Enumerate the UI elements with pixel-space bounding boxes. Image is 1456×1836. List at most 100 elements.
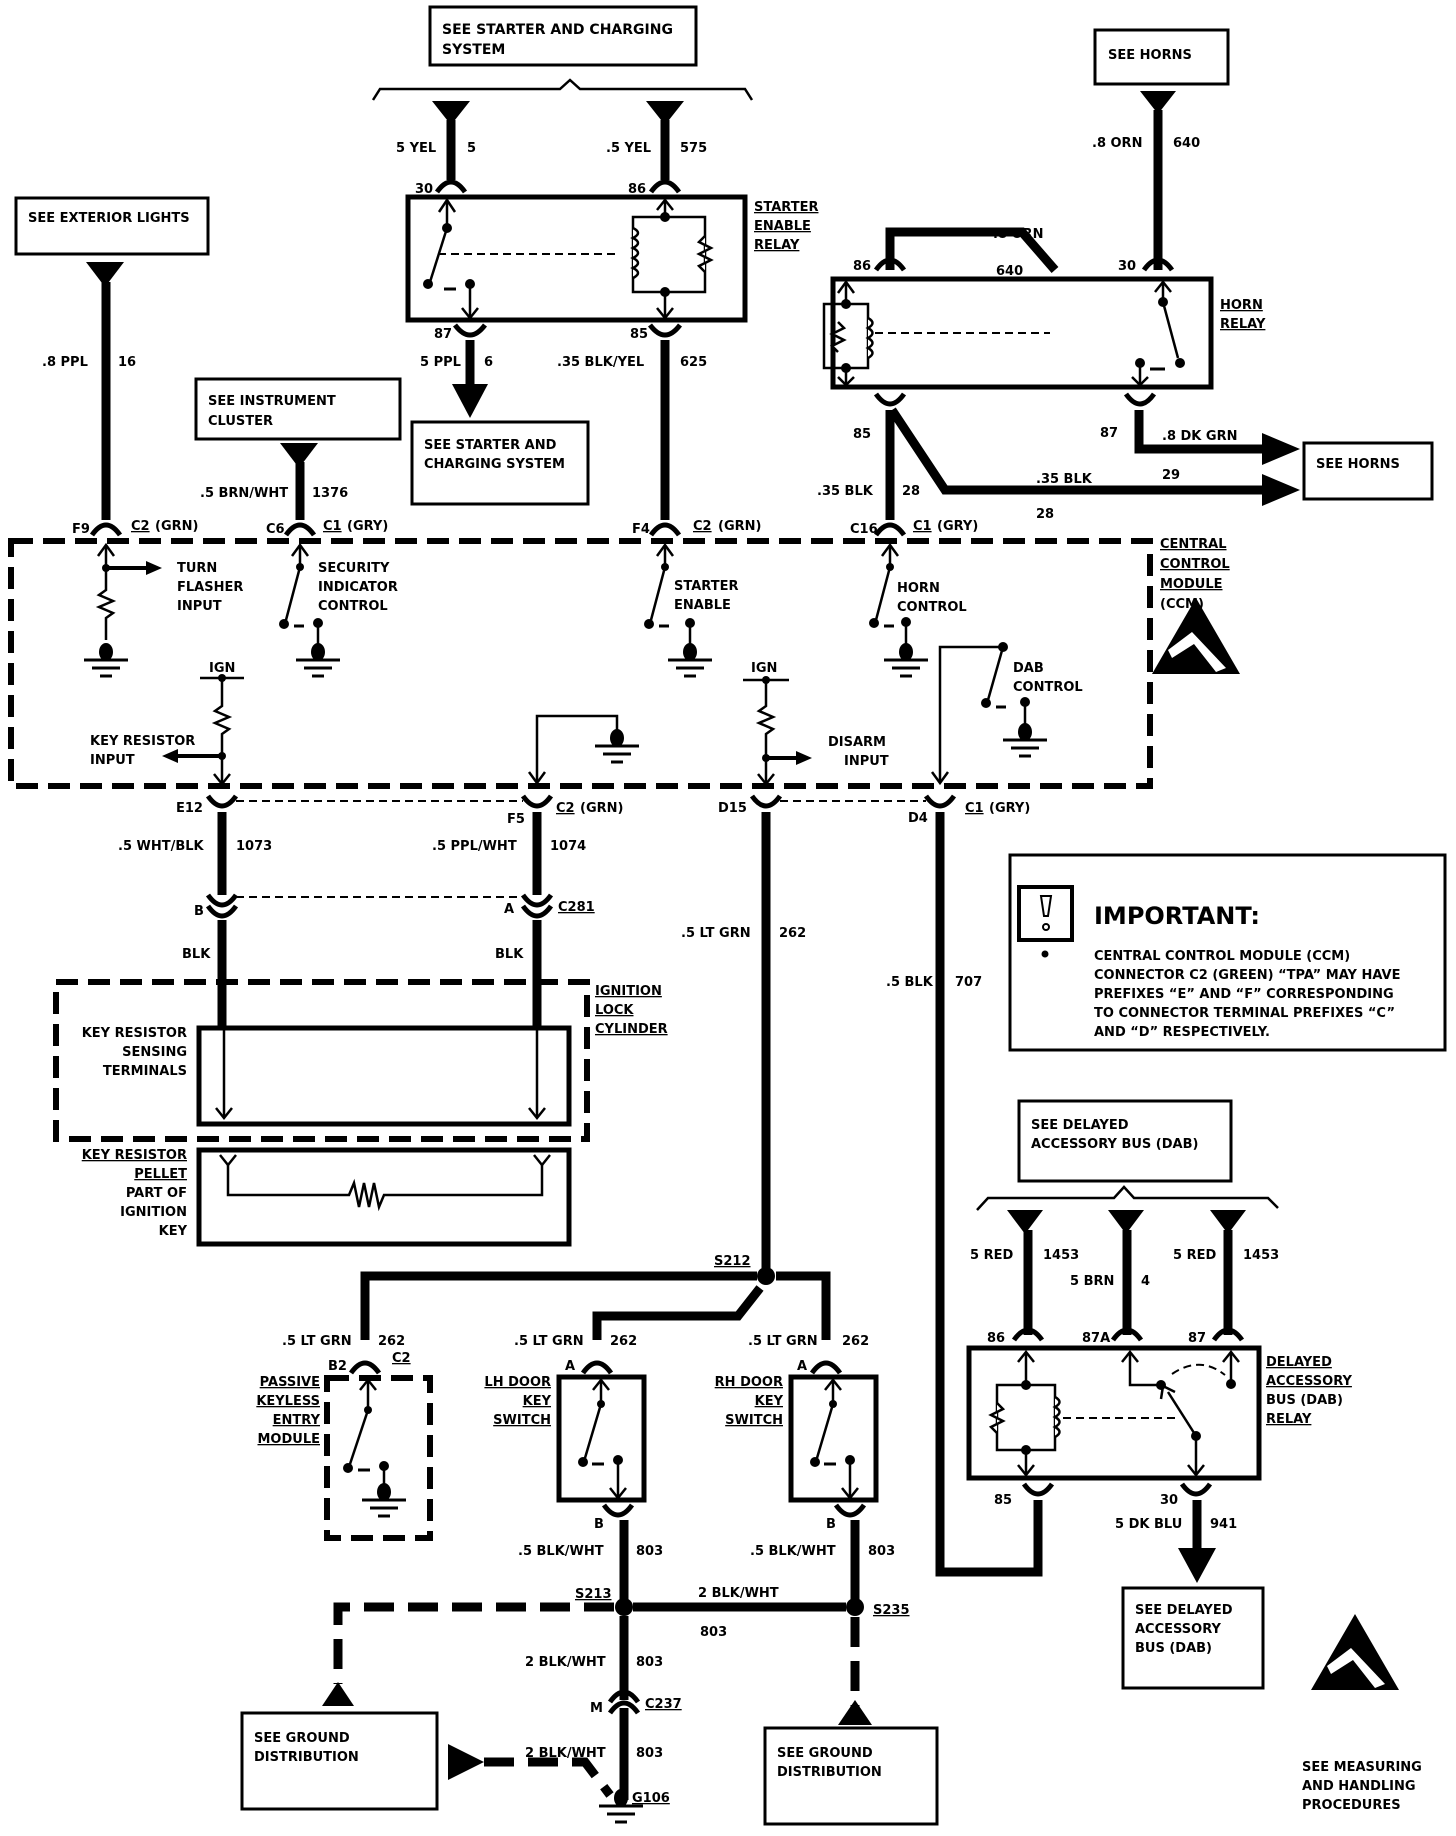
diagram-label: CONTROL	[1013, 680, 1083, 695]
diagram-label: BUS (DAB)	[1135, 1641, 1212, 1656]
diagram-label: SEE HORNS	[1316, 457, 1400, 472]
diagram-label: TURN	[177, 561, 217, 576]
diagram-label: 85	[994, 1493, 1012, 1508]
ref-dab-top[interactable]: SEE DELAYED ACCESSORY BUS (DAB)	[1017, 1099, 1233, 1183]
diagram-label: SYSTEM	[442, 42, 505, 58]
diagram-label: F5	[507, 812, 525, 827]
ref-horns-right[interactable]: SEE HORNS	[1302, 441, 1434, 501]
diagram-label: 86	[853, 259, 871, 274]
ref-dab-bottom[interactable]: SEE DELAYED ACCESSORY BUS (DAB)	[1121, 1586, 1265, 1690]
ref-starter-charging-bottom[interactable]: SEE STARTER AND CHARGING SYSTEM	[410, 420, 590, 506]
esd-note: SEE MEASURING AND HANDLING PROCEDURES	[1302, 1760, 1422, 1813]
diagram-label: 2 BLK/WHT	[525, 1655, 606, 1670]
label-ignition-lock-cylinder: IGNITION LOCK CYLINDER	[595, 984, 668, 1037]
diagram-label: SEE EXTERIOR LIGHTS	[28, 211, 190, 226]
label-starter-enable-relay: STARTER ENABLE RELAY	[754, 200, 818, 253]
diagram-label: (GRN)	[718, 519, 761, 534]
diagram-label: KEY	[159, 1224, 188, 1239]
diagram-label: SEE DELAYED	[1031, 1118, 1129, 1133]
diagram-label: 803	[636, 1746, 663, 1761]
diagram-label: D4	[908, 811, 928, 826]
lh-door-key-switch	[556, 1374, 647, 1503]
diagram-label: SEE DELAYED	[1135, 1603, 1233, 1618]
diagram-label: 5 RED	[970, 1248, 1013, 1263]
diagram-label: SWITCH	[493, 1413, 551, 1428]
diagram-label: 87A	[1082, 1331, 1110, 1346]
diagram-label: .8 ORN	[993, 227, 1043, 242]
important-note: IMPORTANT: CENTRAL CONTROL MODULE (CCM) …	[1008, 853, 1447, 1052]
diagram-label: SEE INSTRUMENT	[208, 394, 336, 409]
ignition-lock-boundary	[53, 979, 590, 1142]
diagram-label: C6	[266, 522, 285, 537]
ccm-horn-control: HORN CONTROL	[869, 542, 967, 678]
diagram-label: 5 PPL	[420, 355, 461, 370]
diagram-label: B	[194, 904, 204, 919]
diagram-label: 5 YEL	[396, 141, 436, 156]
diagram-label: .5 LT GRN	[748, 1334, 818, 1349]
diagram-label: 30	[1118, 259, 1136, 274]
ref-starter-charging-top[interactable]: SEE STARTER AND CHARGING SYSTEM	[428, 5, 698, 67]
diagram-label: SEE MEASURING	[1302, 1760, 1422, 1775]
horn-relay	[822, 276, 1214, 390]
diagram-label: A	[565, 1359, 575, 1374]
diagram-label: IGN	[209, 661, 235, 676]
diagram-label: .5 LT GRN	[282, 1334, 352, 1349]
splice-s235	[846, 1598, 864, 1616]
diagram-label: INPUT	[90, 753, 135, 768]
wire-arrow-6	[452, 384, 488, 418]
diagram-label: DISTRIBUTION	[777, 1765, 882, 1780]
diagram-label: .35 BLK	[1036, 472, 1093, 487]
diagram-label: 1073	[236, 839, 272, 854]
wire-arrow-1376	[280, 443, 318, 468]
diagram-label: LOCK	[595, 1003, 634, 1018]
diagram-label: KEY RESISTOR	[90, 734, 195, 749]
wire-arrow-29	[1262, 433, 1300, 465]
diagram-label: INDICATOR	[318, 580, 398, 595]
diagram-label: (GRN)	[155, 519, 198, 534]
diagram-label: .8 ORN	[1092, 136, 1142, 151]
ccm-starter-enable: STARTER ENABLE	[644, 542, 738, 678]
diagram-label: IMPORTANT:	[1094, 902, 1260, 930]
diagram-label: AND “D” RESPECTIVELY.	[1094, 1025, 1270, 1040]
wire-arrow-16	[86, 262, 124, 287]
diagram-label: PART OF	[126, 1186, 187, 1201]
diagram-label: 5 RED	[1173, 1248, 1216, 1263]
ref-ground-right[interactable]: SEE GROUND DISTRIBUTION	[763, 1726, 939, 1826]
diagram-label: 640	[1173, 136, 1200, 151]
diagram-label: HORN	[1220, 298, 1263, 313]
diagram-label: E12	[176, 801, 203, 816]
diagram-label: 4	[1141, 1274, 1150, 1289]
diagram-label: 85	[853, 427, 871, 442]
diagram-label: SECURITY	[318, 561, 390, 576]
diagram-label: BUS (DAB)	[1266, 1393, 1343, 1408]
diagram-label: ACCESSORY	[1135, 1622, 1222, 1637]
ref-exterior-lights[interactable]: SEE EXTERIOR LIGHTS	[14, 196, 210, 256]
diagram-label: CONTROL	[1160, 557, 1230, 572]
diagram-label: AND HANDLING	[1302, 1779, 1416, 1794]
diagram-label: B2	[328, 1359, 347, 1374]
wire-arrow-575	[646, 101, 684, 125]
pkem-boundary	[324, 1375, 433, 1541]
diagram-label: RELAY	[1266, 1412, 1312, 1427]
diagram-label: D15	[718, 801, 747, 816]
diagram-label: INPUT	[844, 754, 889, 769]
diagram-label: 87	[434, 327, 452, 342]
ref-instrument-cluster[interactable]: SEE INSTRUMENT CLUSTER	[194, 377, 402, 441]
diagram-label: BLK	[182, 947, 211, 962]
diagram-label: .5 WHT/BLK	[118, 839, 205, 854]
diagram-label: ENABLE	[674, 598, 731, 613]
starter-enable-relay	[405, 194, 748, 323]
diagram-label: .5 BLK/WHT	[750, 1544, 836, 1559]
diagram-label: S213	[575, 1587, 612, 1602]
diagram-label: 707	[955, 975, 982, 990]
diagram-label: .5 BLK	[886, 975, 934, 990]
rh-door-key-switch	[788, 1374, 879, 1503]
diagram-label: 803	[636, 1655, 663, 1670]
diagram-label: 262	[842, 1334, 869, 1349]
ref-ground-left[interactable]: SEE GROUND DISTRIBUTION	[240, 1711, 439, 1811]
diagram-label: S235	[873, 1603, 910, 1618]
diagram-label: (GRY)	[989, 801, 1030, 816]
diagram-label: SEE HORNS	[1108, 48, 1192, 63]
ref-horns-top[interactable]: SEE HORNS	[1093, 28, 1230, 86]
